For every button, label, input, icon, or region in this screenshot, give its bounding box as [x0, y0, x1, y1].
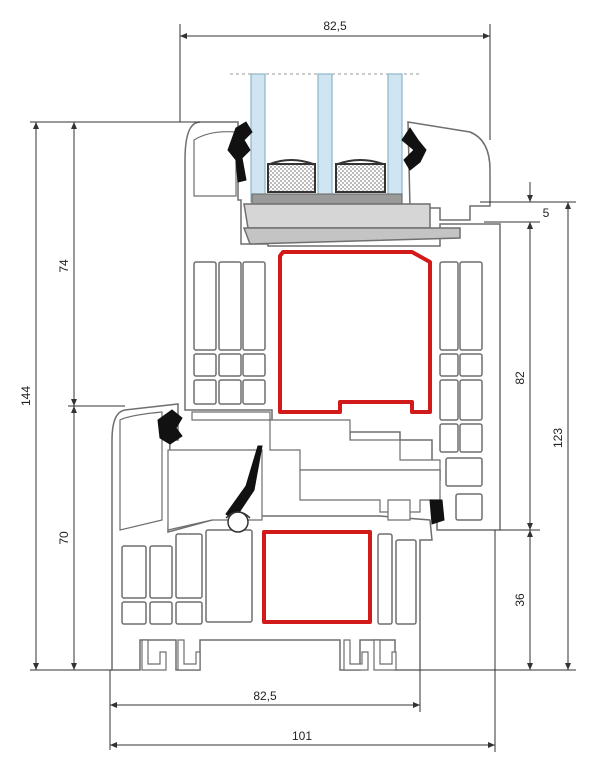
dim-right-sash: 82 [513, 371, 527, 385]
glazing-unit [230, 73, 420, 205]
gasket-frame-right [429, 499, 445, 525]
steel-reinforcement [262, 250, 432, 624]
spacer-left [267, 163, 316, 193]
dim-right-frame: 36 [513, 593, 527, 607]
glass-pane-3 [387, 73, 403, 203]
glass-pane-2 [317, 73, 333, 203]
dim-right-total: 123 [551, 428, 565, 448]
dim-left-sash-height: 74 [57, 259, 71, 273]
gasket-outer-right [401, 127, 427, 171]
frame-profile [111, 403, 433, 671]
sash-reinforcement [278, 250, 432, 414]
dimension-labels: 82,5 82,5 101 144 74 70 5 82 123 36 [19, 19, 565, 743]
dim-left-total-height: 144 [19, 386, 33, 406]
dim-left-frame-height: 70 [57, 531, 71, 545]
glass-pane-1 [250, 73, 266, 203]
dim-right-step: 5 [543, 206, 550, 220]
dimension-lines [30, 24, 576, 752]
gasket-frame-left [157, 409, 183, 445]
gasket-bulb-center [227, 511, 249, 533]
dim-top-width: 82,5 [323, 19, 347, 33]
dim-bottom-inner-width: 82,5 [253, 689, 277, 703]
gasket-outer-left [227, 121, 253, 183]
frame-reinforcement [262, 530, 372, 624]
sealant-strip [251, 193, 403, 205]
spacer-right [335, 163, 386, 193]
sash-profile [184, 121, 501, 531]
dim-bottom-total-width: 101 [292, 729, 312, 743]
